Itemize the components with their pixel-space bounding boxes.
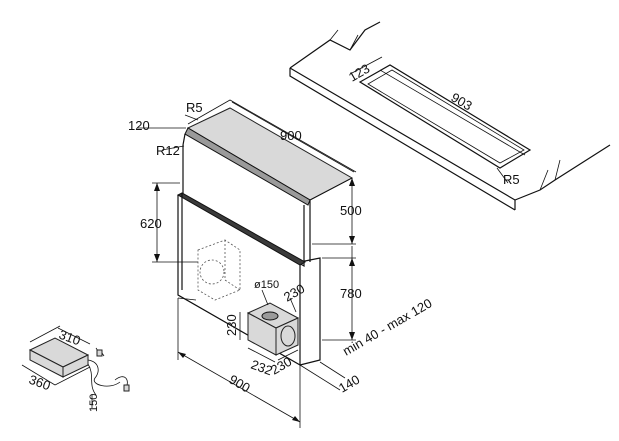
box-width-label: 310: [57, 327, 83, 349]
box-length-label: 360: [27, 372, 53, 394]
control-box: [21, 325, 130, 408]
top-radius-label: R5: [186, 100, 203, 115]
duct-width-top-label: 230: [281, 281, 307, 305]
panel-height-label: 500: [340, 203, 362, 218]
body-height-label: 780: [340, 286, 362, 301]
bottom-depth-label: 140: [336, 372, 362, 396]
duct-bottom-b-label: 230: [268, 354, 294, 378]
cable-length-label: 150: [88, 394, 100, 412]
left-height-label: 620: [140, 216, 162, 231]
top-depth-label: 120: [128, 118, 150, 133]
duct-bottom-a-label: 232: [249, 357, 275, 379]
duct-diameter-label: ø150: [254, 279, 279, 291]
arrowheads: [154, 178, 355, 422]
top-width-label: 900: [280, 128, 302, 143]
appliance-body: [176, 192, 321, 367]
duct-height-label: 230: [224, 314, 239, 336]
dimension-lines: [138, 99, 357, 428]
gap-label: min 40 - max 120: [340, 295, 434, 358]
duct-outlet: [246, 302, 300, 356]
bottom-width-label: 900: [227, 372, 253, 396]
cutout-radius-label: R5: [503, 172, 520, 187]
worktop-cutout: [289, 21, 611, 211]
cutout-length-label: 903: [449, 90, 475, 114]
top-radius-large-label: R12: [156, 143, 180, 158]
top-panel: [182, 107, 354, 268]
